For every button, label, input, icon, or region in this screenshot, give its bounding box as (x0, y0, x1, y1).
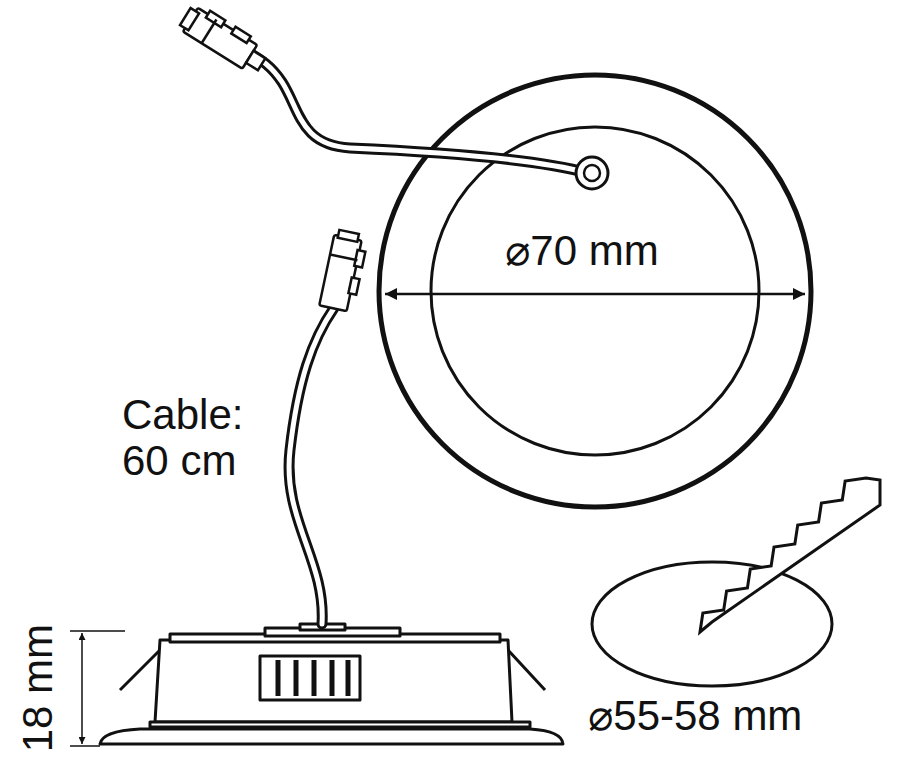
side-view (100, 624, 563, 744)
cable-length-label: Cable: 60 cm (122, 392, 257, 484)
diameter-dimension (385, 293, 805, 296)
cutout-diameter-label: ⌀55-58 mm (588, 693, 802, 739)
connector-plug (178, 1, 271, 76)
side-cable (289, 308, 334, 624)
connector-plug (319, 229, 368, 312)
height-label: 18 mm (15, 624, 61, 752)
cutout-hole (592, 562, 832, 686)
top-view (379, 75, 811, 507)
outer-rim (379, 75, 811, 507)
inner-lens (431, 127, 759, 455)
top-cable (248, 52, 608, 189)
height-dimension (70, 631, 125, 746)
saw-blade (700, 478, 880, 632)
diameter-label: ⌀70 mm (505, 228, 659, 274)
